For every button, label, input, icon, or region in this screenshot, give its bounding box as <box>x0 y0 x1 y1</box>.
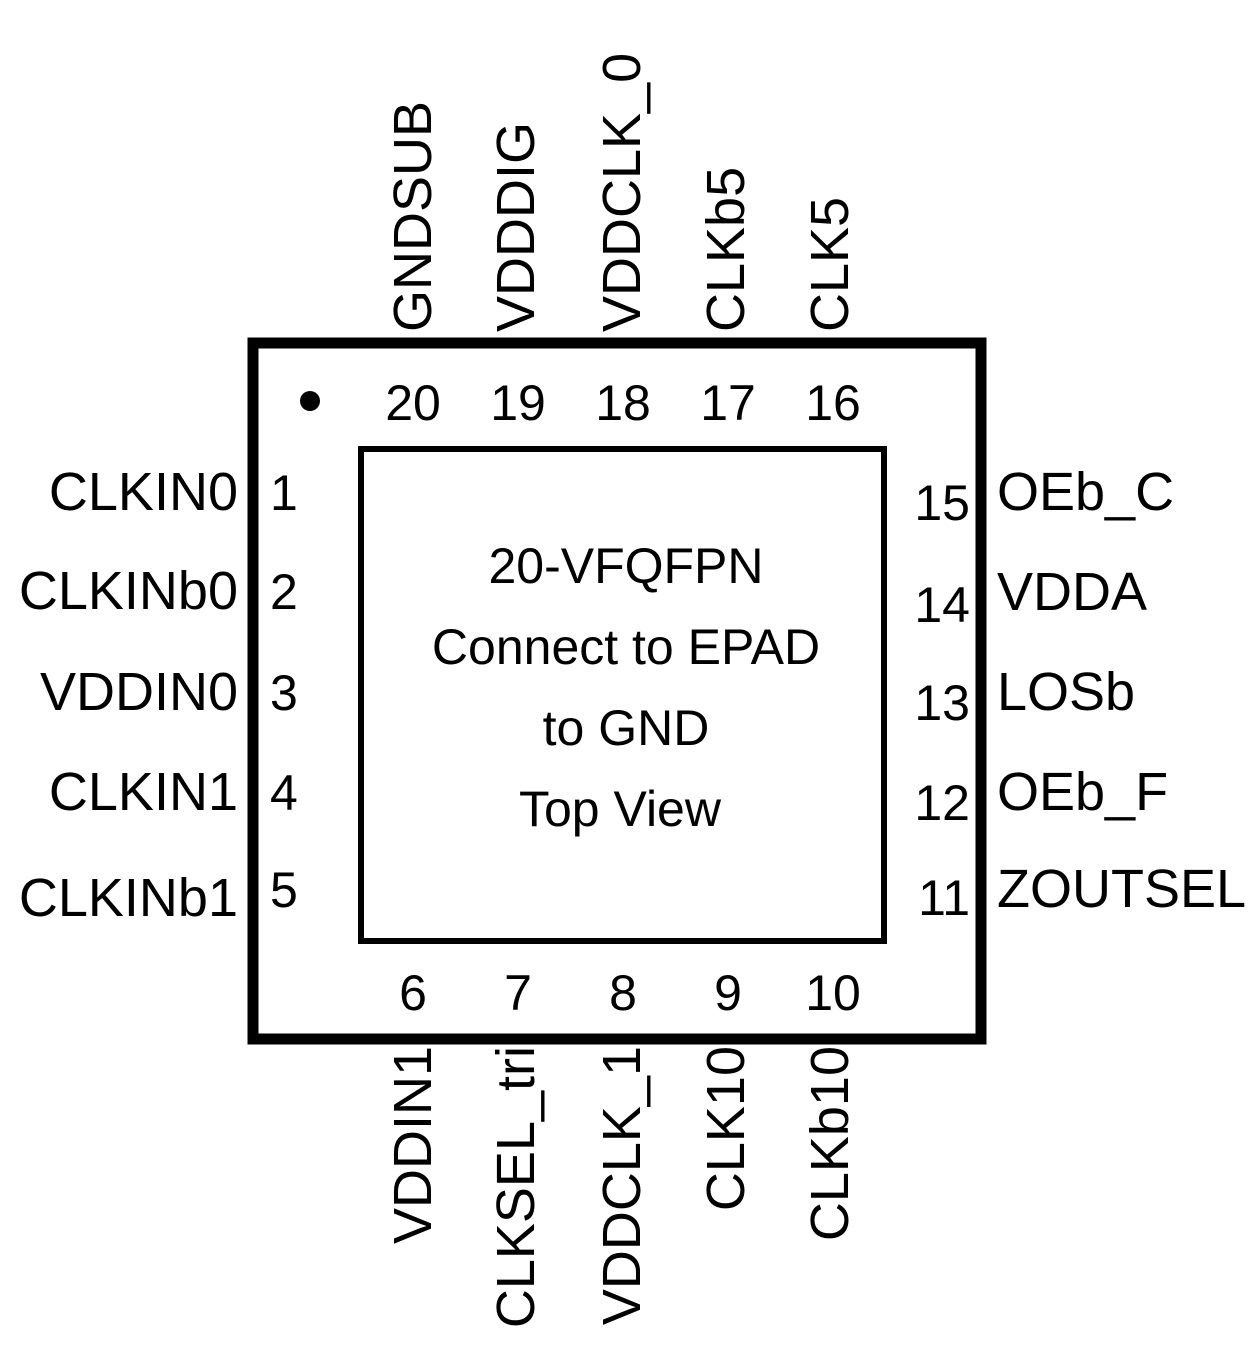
pin-number-left: 1 <box>270 465 298 521</box>
pin-number-top: 18 <box>595 375 651 431</box>
pin-name-bottom: CLKSEL_tri <box>486 1046 546 1328</box>
pin-number-left: 3 <box>270 665 298 721</box>
pin-name-top: GNDSUB <box>383 101 443 332</box>
top-pins: 20 19 18 17 16 GNDSUB VDDDIG VDDCLK_0 CL… <box>383 53 861 431</box>
package-view: Top View <box>519 781 722 837</box>
pin-number-left: 4 <box>270 765 298 821</box>
pin1-indicator-dot <box>300 391 320 411</box>
pin-number-top: 17 <box>700 375 756 431</box>
pin-number-top: 16 <box>805 375 861 431</box>
pin-name-right: OEb_F <box>997 762 1168 822</box>
pin-name-right: ZOUTSEL <box>997 859 1246 919</box>
pin-number-right: 11 <box>918 870 970 926</box>
pin-name-top: CLK5 <box>800 197 860 332</box>
pin-number-left: 5 <box>270 862 298 918</box>
pin-name-left: CLKINb0 <box>19 561 238 621</box>
pin-name-bottom: CLKb10 <box>800 1046 860 1241</box>
pin-number-top: 19 <box>490 375 546 431</box>
pin-name-right: LOSb <box>997 662 1135 722</box>
pin-number-bottom: 6 <box>399 965 427 1021</box>
pin-name-bottom: CLK10 <box>696 1046 756 1211</box>
left-pins: CLKIN0 1 CLKINb0 2 VDDIN0 3 CLKIN1 4 CLK… <box>19 462 298 928</box>
pin-number-bottom: 8 <box>609 965 637 1021</box>
pin-name-top: VDDCLK_0 <box>592 53 652 332</box>
pin-number-right: 15 <box>914 475 970 531</box>
pin-name-bottom: VDDCLK_1 <box>592 1046 652 1325</box>
pin-number-bottom: 9 <box>714 965 742 1021</box>
pin-number-bottom: 7 <box>504 965 532 1021</box>
pin-name-top: CLKb5 <box>696 167 756 332</box>
pin-number-top: 20 <box>385 375 441 431</box>
pin-number-bottom: 10 <box>805 965 861 1021</box>
pin-name-bottom: VDDIN1 <box>383 1046 443 1244</box>
pin-name-right: VDDA <box>997 562 1147 622</box>
pin-name-left: VDDIN0 <box>40 662 238 722</box>
bottom-pins: 6 7 8 9 10 VDDIN1 CLKSEL_tri VDDCLK_1 CL… <box>383 965 861 1328</box>
exposed-pad <box>358 446 887 944</box>
pin-name-left: CLKIN0 <box>49 462 238 522</box>
package-note-line1: Connect to EPAD <box>432 619 820 675</box>
pin-name-right: OEb_C <box>997 462 1174 522</box>
pin-name-top: VDDDIG <box>486 122 546 332</box>
pin-name-left: CLKIN1 <box>49 762 238 822</box>
package-outline <box>247 337 987 1045</box>
pin-number-right: 13 <box>914 675 970 731</box>
package-name: 20-VFQFPN <box>488 538 763 594</box>
pin-name-left: CLKINb1 <box>19 868 238 928</box>
package-note-line2: to GND <box>543 700 710 756</box>
right-pins: 15 OEb_C 14 VDDA 13 LOSb 12 OEb_F 11 ZOU… <box>914 462 1246 926</box>
pin-number-right: 12 <box>914 775 970 831</box>
pin-number-right: 14 <box>914 577 970 633</box>
pin-number-left: 2 <box>270 564 298 620</box>
